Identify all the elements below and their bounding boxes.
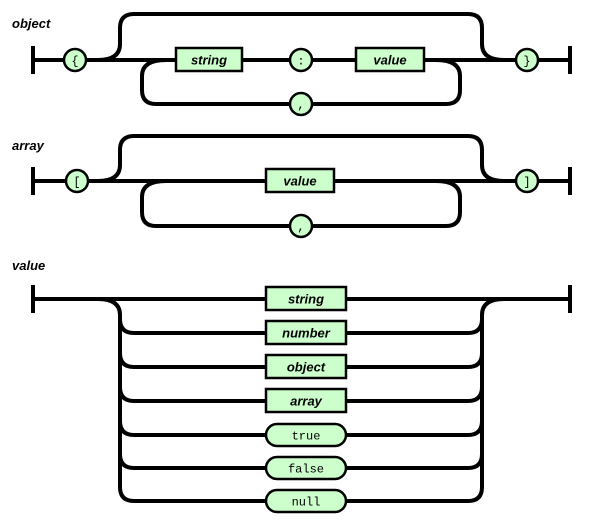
- svg-text:object: object: [287, 360, 326, 375]
- svg-text:true: true: [292, 430, 321, 444]
- value-alt-object: object: [264, 353, 348, 380]
- value-alt-true: true: [264, 422, 348, 448]
- value-alt-array: array: [264, 387, 348, 414]
- value-branch-rail: [344, 385, 484, 403]
- object-rule-title: object: [12, 16, 51, 31]
- svg-text:string: string: [191, 53, 227, 68]
- value-alt-null: null: [264, 488, 348, 514]
- svg-text:]: ]: [523, 176, 530, 190]
- object-empty-bypass: [96, 12, 506, 62]
- object-close-brace: }: [514, 47, 540, 73]
- value-branch-rail: [344, 351, 484, 369]
- array-value: value: [264, 167, 336, 194]
- value-branch-rail: [118, 351, 268, 369]
- value-branch-rail: [344, 452, 484, 470]
- svg-text::: :: [297, 55, 304, 69]
- svg-text:false: false: [288, 463, 324, 477]
- object-key-string: string: [174, 46, 244, 73]
- value-branch-rail: [118, 452, 268, 470]
- value-rule-title: value: [12, 258, 45, 273]
- array-empty-bypass: [96, 134, 506, 183]
- svg-text:[: [: [73, 176, 80, 190]
- value-branch-rail: [344, 317, 484, 335]
- value-branch-rail: [118, 317, 268, 335]
- value-right-spine: [466, 297, 506, 503]
- svg-text:string: string: [288, 292, 324, 307]
- object-comma: ,: [288, 91, 314, 117]
- value-branch-rail: [344, 419, 484, 437]
- svg-text:{: {: [71, 55, 78, 69]
- svg-text:,: ,: [297, 99, 304, 113]
- svg-text:null: null: [292, 496, 321, 510]
- object-open-brace: {: [62, 47, 88, 73]
- svg-text:value: value: [373, 53, 406, 68]
- value-branch-rail: [118, 419, 268, 437]
- svg-text:,: ,: [297, 221, 304, 235]
- value-alt-string: string: [264, 285, 348, 312]
- value-alt-false: false: [264, 455, 348, 481]
- array-comma: ,: [288, 213, 314, 239]
- svg-text:number: number: [282, 326, 331, 341]
- value-left-spine: [96, 297, 136, 503]
- array-rule-title: array: [12, 138, 45, 153]
- value-alt-number: number: [264, 319, 348, 346]
- object-repeat-loop: [310, 58, 462, 106]
- value-branch-rail: [118, 385, 268, 403]
- object-repeat-loop: [140, 58, 292, 106]
- object-colon: :: [288, 47, 314, 73]
- value-rule: value string number o: [12, 258, 572, 514]
- array-repeat-loop: [140, 179, 292, 228]
- array-close-bracket: ]: [514, 168, 540, 194]
- object-rule: object { string : value: [12, 12, 572, 117]
- svg-text:}: }: [523, 55, 530, 69]
- array-rule: array [ value , ]: [12, 134, 572, 239]
- svg-text:array: array: [290, 394, 323, 409]
- array-open-bracket: [: [64, 168, 90, 194]
- svg-text:value: value: [283, 174, 316, 189]
- array-repeat-loop: [310, 179, 462, 228]
- object-value: value: [354, 46, 426, 73]
